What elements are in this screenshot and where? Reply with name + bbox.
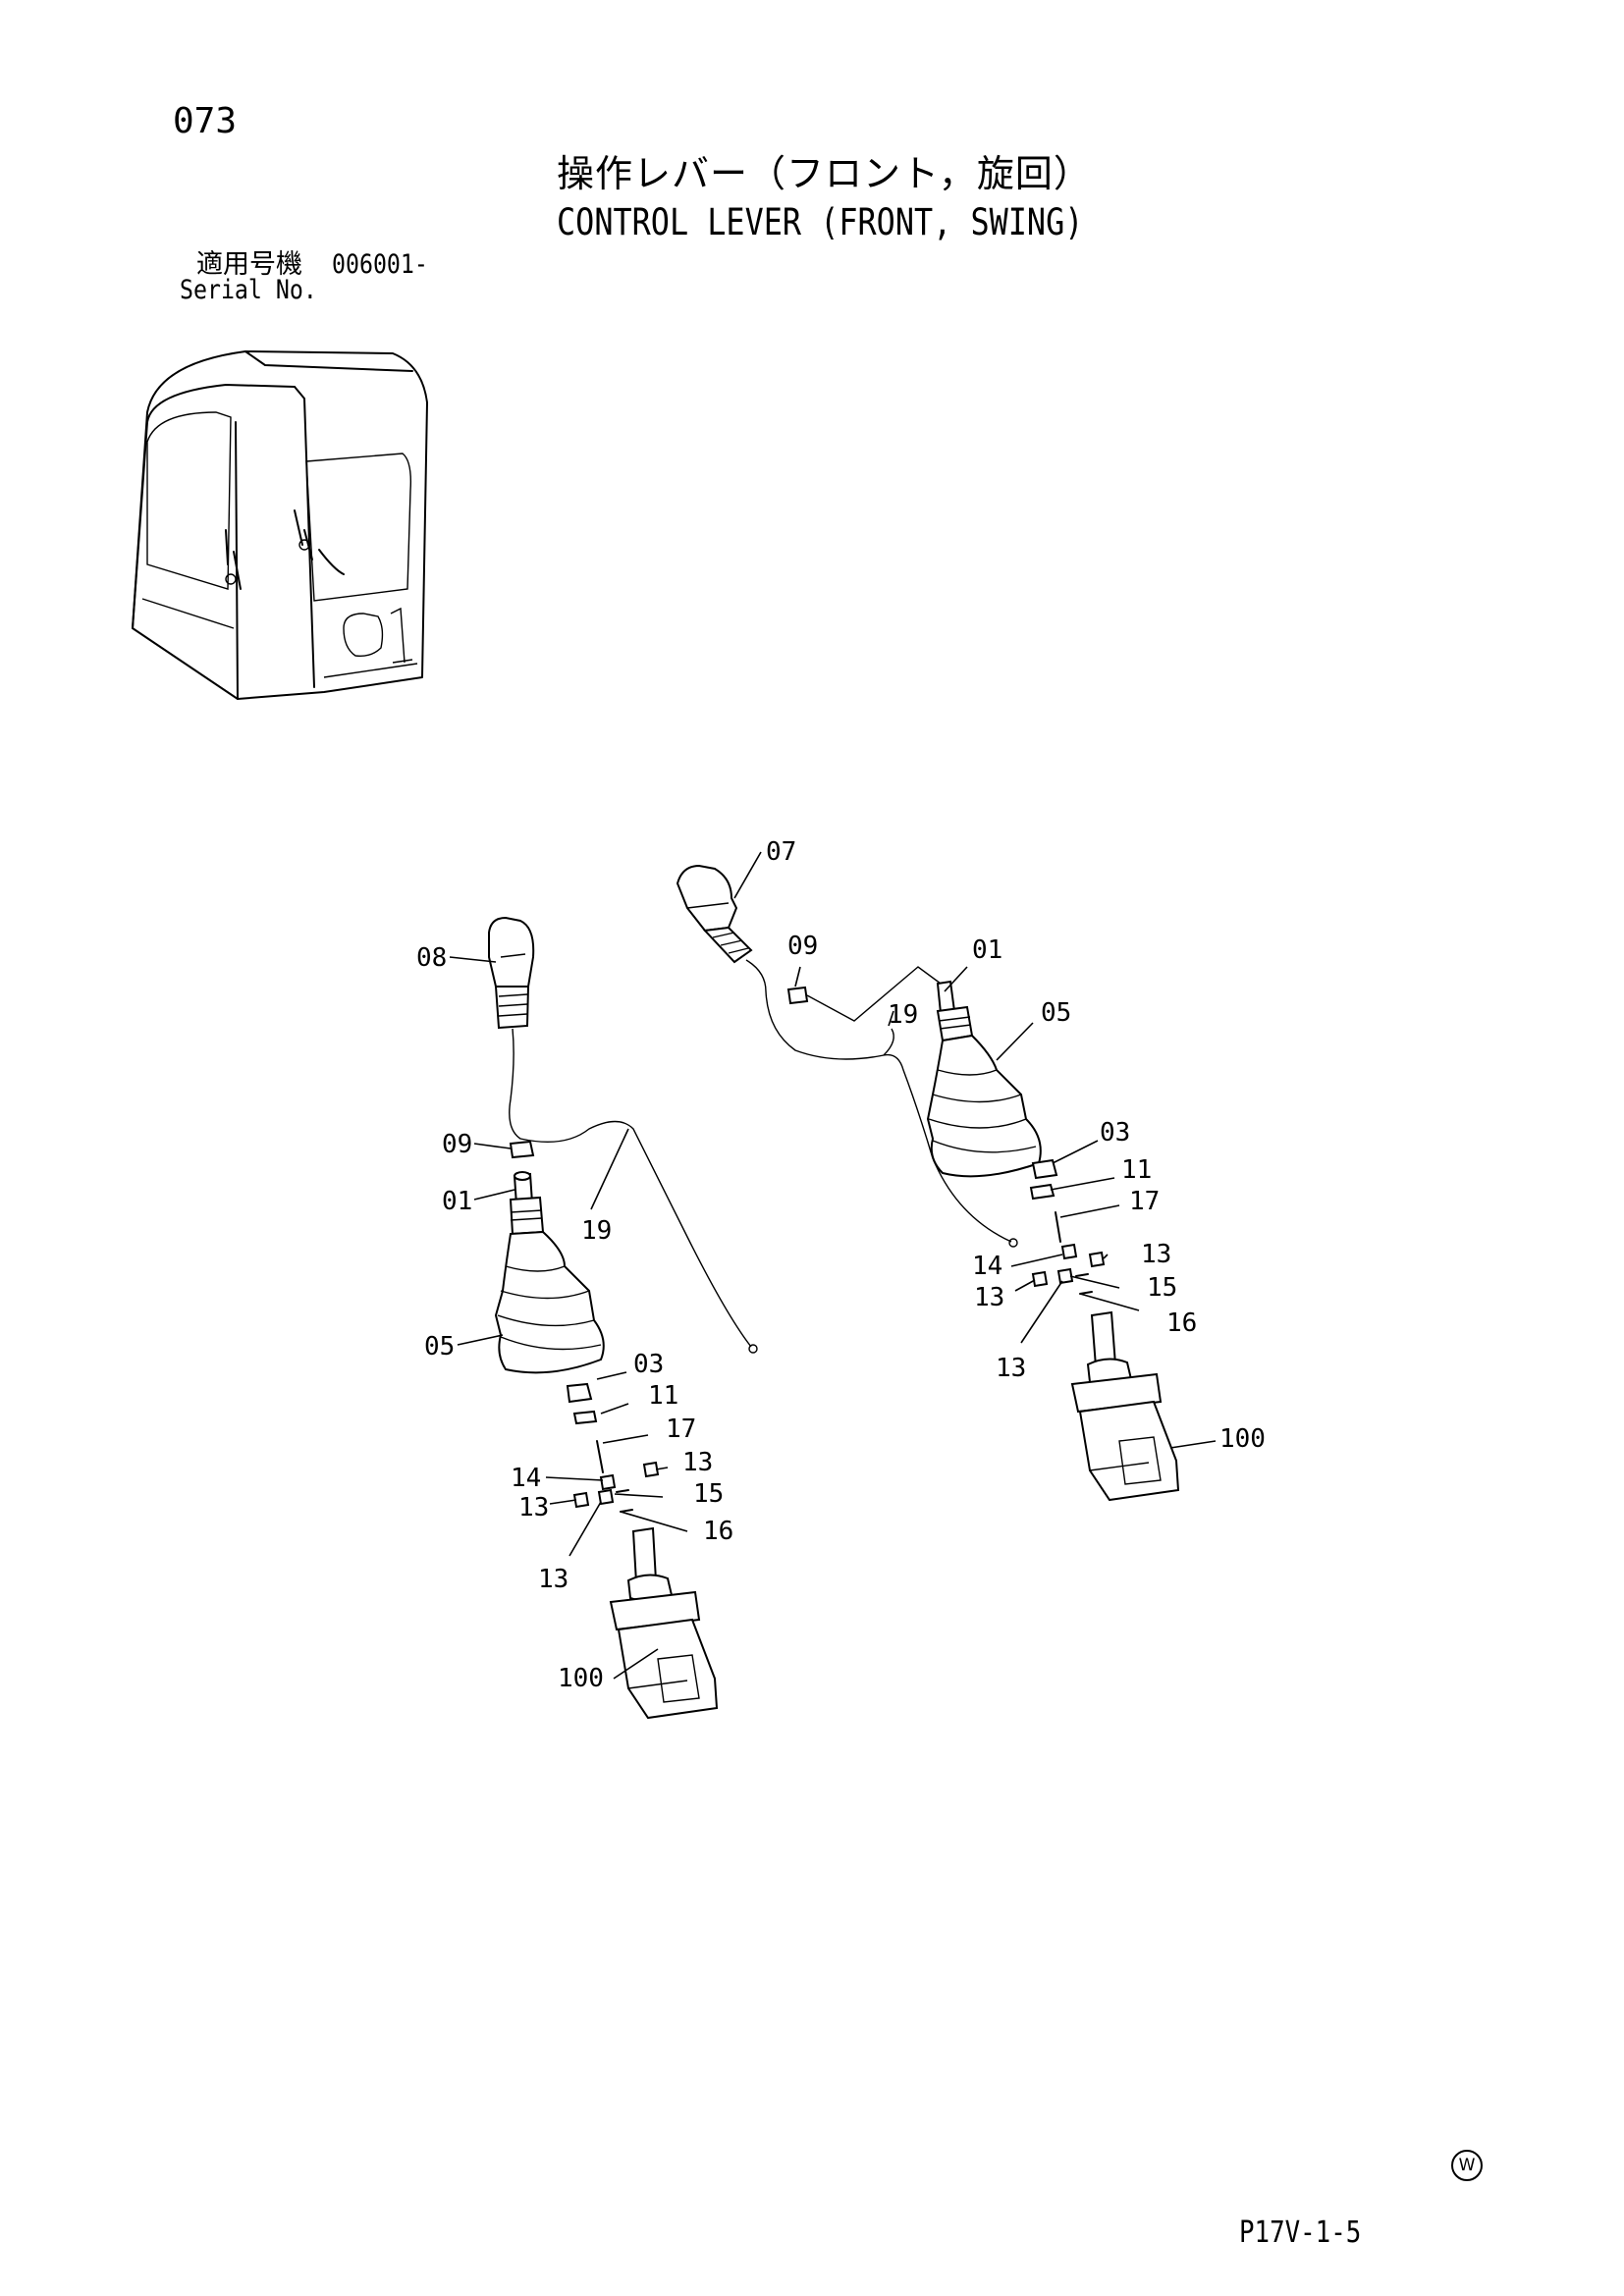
label-right-15: 15 (1147, 1273, 1177, 1303)
serial-label-english: Serial No. (180, 275, 317, 305)
label-right-09: 09 (787, 932, 818, 961)
label-right-01: 01 (972, 935, 1002, 965)
serial-range: 006001- (332, 249, 428, 280)
label-left-13b: 13 (682, 1448, 713, 1477)
label-right-17: 17 (1129, 1187, 1160, 1216)
part-labels: 08 09 01 19 05 03 11 17 14 13 13 15 16 1… (416, 837, 1266, 1693)
label-left-11: 11 (648, 1381, 678, 1411)
label-left-100: 100 (558, 1664, 604, 1693)
figure-code: P17V-1-5 (1239, 2216, 1362, 2250)
label-right-100: 100 (1219, 1424, 1266, 1454)
label-right-13a: 13 (974, 1283, 1004, 1312)
label-left-13c: 13 (538, 1565, 568, 1594)
label-right-03: 03 (1100, 1118, 1130, 1148)
label-right-05: 05 (1041, 998, 1071, 1028)
page-title-japanese: 操作レバー（フロント，旋回） (557, 152, 1092, 195)
label-right-16: 16 (1166, 1308, 1197, 1338)
leader-lines (449, 851, 1217, 1680)
label-right-13c: 13 (996, 1354, 1026, 1383)
label-left-05: 05 (424, 1332, 455, 1362)
label-left-17: 17 (666, 1415, 696, 1444)
label-right-19: 19 (888, 1000, 918, 1030)
label-left-01: 01 (442, 1187, 472, 1216)
w-mark-icon: W (1451, 2150, 1483, 2181)
label-left-16: 16 (703, 1517, 733, 1546)
label-right-13b: 13 (1141, 1240, 1171, 1269)
label-left-13a: 13 (518, 1493, 549, 1522)
label-left-09: 09 (442, 1130, 472, 1159)
label-right-14: 14 (972, 1252, 1002, 1281)
right-lever-assembly (676, 864, 1180, 1502)
label-left-15: 15 (693, 1479, 724, 1509)
label-left-14: 14 (511, 1464, 541, 1493)
label-left-19: 19 (581, 1216, 612, 1246)
label-right-11: 11 (1121, 1155, 1152, 1185)
serial-label-japanese: 適用号機 (196, 249, 302, 280)
label-right-07: 07 (766, 837, 796, 867)
label-left-08: 08 (416, 943, 447, 973)
page-number: 073 (173, 101, 238, 141)
cab-illustration (132, 350, 428, 700)
left-lever-assembly (488, 916, 758, 1720)
page-title-english: CONTROL LEVER (FRONT, SWING) (557, 201, 1084, 243)
label-left-03: 03 (633, 1350, 664, 1379)
